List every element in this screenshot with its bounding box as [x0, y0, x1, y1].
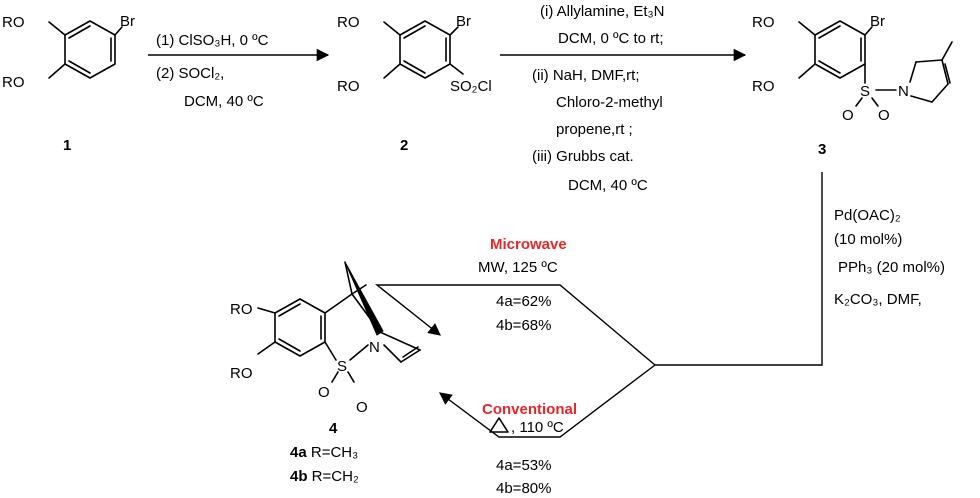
compound-2-ro-top: RO: [337, 14, 360, 31]
step-2-line-7: DCM, 40 ºC: [568, 177, 648, 194]
compound-4-n: N: [369, 339, 380, 356]
conventional-title: Conventional: [482, 401, 577, 418]
step-1-line-1: (1) ClSO₃H, 0 ºC: [156, 32, 269, 49]
microwave-conditions: Microwave MW, 125 ºC 4a=62% 4b=68%: [478, 236, 567, 334]
compound-1-ro-top: RO: [2, 14, 25, 31]
compound-3-ro-top: RO: [752, 14, 775, 31]
compound-1-number: 1: [63, 137, 71, 154]
step-1-line-3: DCM, 40 ºC: [184, 93, 264, 110]
step-2-line-5: propene,rt ;: [556, 121, 633, 138]
step-3-line-3: PPh₃ (20 mol%): [838, 259, 945, 276]
compound-4b-label: 4b R=CH₂: [290, 468, 359, 485]
step-1-line-2: (2) SOCl₂,: [156, 65, 224, 82]
microwave-conditions-text: MW, 125 ºC: [478, 259, 558, 276]
step-3-line-1: Pd(OAC)₂: [834, 207, 901, 224]
compound-3-ro-bottom: RO: [752, 78, 775, 95]
compound-3-br: Br: [870, 13, 885, 30]
compound-4-number: 4: [329, 420, 338, 437]
microwave-arrow: [374, 284, 656, 366]
compound-4a-label: 4a R=CH₃: [290, 444, 358, 461]
microwave-title: Microwave: [490, 236, 567, 253]
compound-1-ring: [48, 20, 123, 79]
step-2-line-6: (iii) Grubbs cat.: [532, 148, 634, 165]
compound-2: RO RO Br SO₂Cl 2: [337, 13, 492, 154]
compound-3-o1: O: [842, 107, 854, 124]
conventional-conditions-text: , 110 ºC: [511, 419, 564, 436]
conventional-yield-4b: 4b=80%: [496, 480, 551, 497]
compound-4a-id: 4a: [290, 444, 307, 461]
compound-3-o2: O: [878, 107, 890, 124]
compound-4-o2: O: [356, 399, 368, 416]
compound-4: RO RO S N O O 4 4a R=CH₃ 4b R=CH₂: [230, 261, 421, 485]
compound-3-ring: [798, 20, 953, 107]
step-3-conditions: Pd(OAC)₂ (10 mol%) PPh₃ (20 mol%) K₂CO₃,…: [834, 207, 945, 308]
compound-2-number: 2: [400, 137, 408, 154]
compound-4-s: S: [337, 358, 347, 375]
compound-3-number: 3: [818, 141, 826, 158]
compound-2-so2cl: SO₂Cl: [450, 78, 492, 95]
compound-4b-id: 4b: [290, 468, 308, 485]
compound-3-s: S: [860, 83, 870, 100]
compound-4-ring: [257, 261, 421, 383]
compound-1-br: Br: [120, 13, 135, 30]
compound-3: RO RO Br S N O O 3: [752, 13, 953, 158]
compound-4-o1: O: [318, 384, 330, 401]
microwave-yield-4a: 4a=62%: [496, 293, 551, 310]
compound-4-ro-top: RO: [230, 301, 253, 318]
conventional-conditions: Conventional , 110 ºC 4a=53% 4b=80%: [482, 401, 577, 497]
compound-3-n: N: [898, 83, 909, 100]
reaction-line-3: [655, 172, 823, 366]
step-2-conditions: (i) Allylamine, Et₃N DCM, 0 ºC to rt; (i…: [532, 3, 664, 194]
compound-1: RO RO Br 1: [2, 13, 135, 154]
compound-4-ro-bottom: RO: [230, 365, 253, 382]
conventional-yield-4a: 4a=53%: [496, 457, 551, 474]
compound-2-ro-bottom: RO: [337, 78, 360, 95]
step-2-line-4: Chloro-2-methyl: [556, 94, 663, 111]
step-3-line-4: K₂CO₃, DMF,: [834, 291, 922, 308]
compound-2-ring: [383, 20, 464, 79]
step-2-line-3: (ii) NaH, DMF,rt;: [532, 67, 640, 84]
conventional-arrow: [438, 364, 656, 438]
step-2-line-2: DCM, 0 ºC to rt;: [558, 30, 664, 47]
heat-triangle-icon: [489, 417, 509, 433]
compound-1-ro-bottom: RO: [2, 74, 25, 91]
compound-2-br: Br: [456, 13, 471, 30]
step-2-line-1: (i) Allylamine, Et₃N: [540, 3, 664, 20]
microwave-yield-4b: 4b=68%: [496, 317, 551, 334]
step-1-conditions: (1) ClSO₃H, 0 ºC (2) SOCl₂, DCM, 40 ºC: [156, 32, 269, 110]
compound-4a-r: R=CH₃: [307, 444, 359, 461]
compound-4b-r: R=CH₂: [308, 468, 359, 485]
step-3-line-2: (10 mol%): [834, 231, 902, 248]
